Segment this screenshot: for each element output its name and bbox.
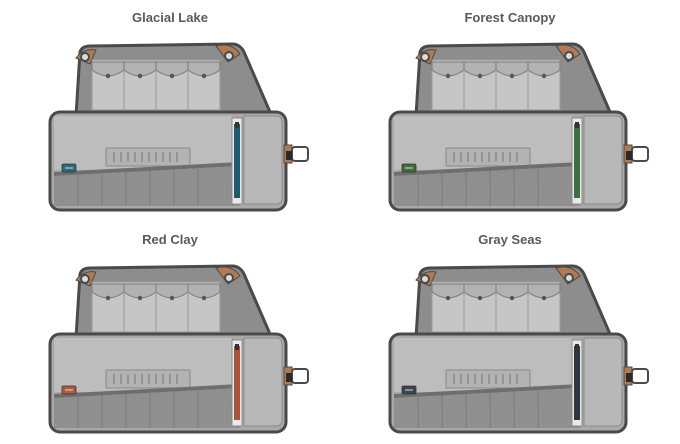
accent-zipper <box>574 346 580 420</box>
diagonal-band <box>394 162 580 176</box>
accent-zipper <box>234 346 240 420</box>
pocket-snap <box>137 73 143 79</box>
pocket-snap <box>169 73 175 79</box>
tool-roll-illustration <box>388 264 649 434</box>
pocket-snap <box>137 295 143 301</box>
variant-gray-seas: Gray Seas <box>340 222 680 444</box>
elastic-strip <box>105 369 191 389</box>
grommet <box>80 52 90 62</box>
side-flap <box>583 115 623 205</box>
buckle <box>631 146 649 162</box>
pocket-snap <box>541 295 547 301</box>
zipper-pull <box>575 122 579 128</box>
tool-roll-illustration <box>48 42 309 212</box>
zipper-pull <box>235 122 239 128</box>
pocket-snap <box>541 73 547 79</box>
variant-red-clay: Red Clay <box>0 222 340 444</box>
grommet <box>224 273 234 283</box>
buckle-strap-end <box>286 373 292 382</box>
grommet <box>564 51 574 61</box>
pocket-snap <box>169 295 175 301</box>
pocket-snap <box>105 295 111 301</box>
pocket-snap <box>445 73 451 79</box>
variant-glacial-lake: Glacial Lake <box>0 0 340 222</box>
variant-title: Forest Canopy <box>464 10 556 25</box>
diagonal-band <box>54 162 240 176</box>
lower-pocket-area <box>394 166 580 206</box>
side-flap <box>243 337 283 427</box>
grommet <box>420 52 430 62</box>
tool-roll-illustration <box>388 42 649 212</box>
buckle <box>631 368 649 384</box>
elastic-strip <box>445 147 531 167</box>
accent-zipper <box>574 124 580 198</box>
buckle-strap-end <box>626 373 632 382</box>
variant-title: Red Clay <box>142 232 198 247</box>
pocket-snap <box>445 295 451 301</box>
accent-zipper <box>234 124 240 198</box>
tool-roll-illustration <box>48 264 309 434</box>
zipper-pull <box>575 344 579 350</box>
side-flap <box>583 337 623 427</box>
pocket-snap <box>477 295 483 301</box>
grommet <box>224 51 234 61</box>
variant-forest-canopy: Forest Canopy <box>340 0 680 222</box>
pocket-snap <box>201 295 207 301</box>
grommet <box>420 274 430 284</box>
lower-pocket-area <box>54 166 240 206</box>
lower-pocket-area <box>54 388 240 428</box>
grommet <box>80 274 90 284</box>
diagonal-band <box>394 384 580 398</box>
variant-title: Glacial Lake <box>132 10 208 25</box>
buckle-strap-end <box>626 151 632 160</box>
elastic-strip <box>445 369 531 389</box>
pocket-snap <box>509 73 515 79</box>
pocket-snap <box>477 73 483 79</box>
elastic-strip <box>105 147 191 167</box>
pocket-snap <box>509 295 515 301</box>
zipper-pull <box>235 344 239 350</box>
grommet <box>564 273 574 283</box>
pocket-snap <box>105 73 111 79</box>
variant-title: Gray Seas <box>478 232 542 247</box>
lower-pocket-area <box>394 388 580 428</box>
buckle-strap-end <box>286 151 292 160</box>
buckle <box>291 368 309 384</box>
buckle <box>291 146 309 162</box>
side-flap <box>243 115 283 205</box>
diagonal-band <box>54 384 240 398</box>
pocket-snap <box>201 73 207 79</box>
